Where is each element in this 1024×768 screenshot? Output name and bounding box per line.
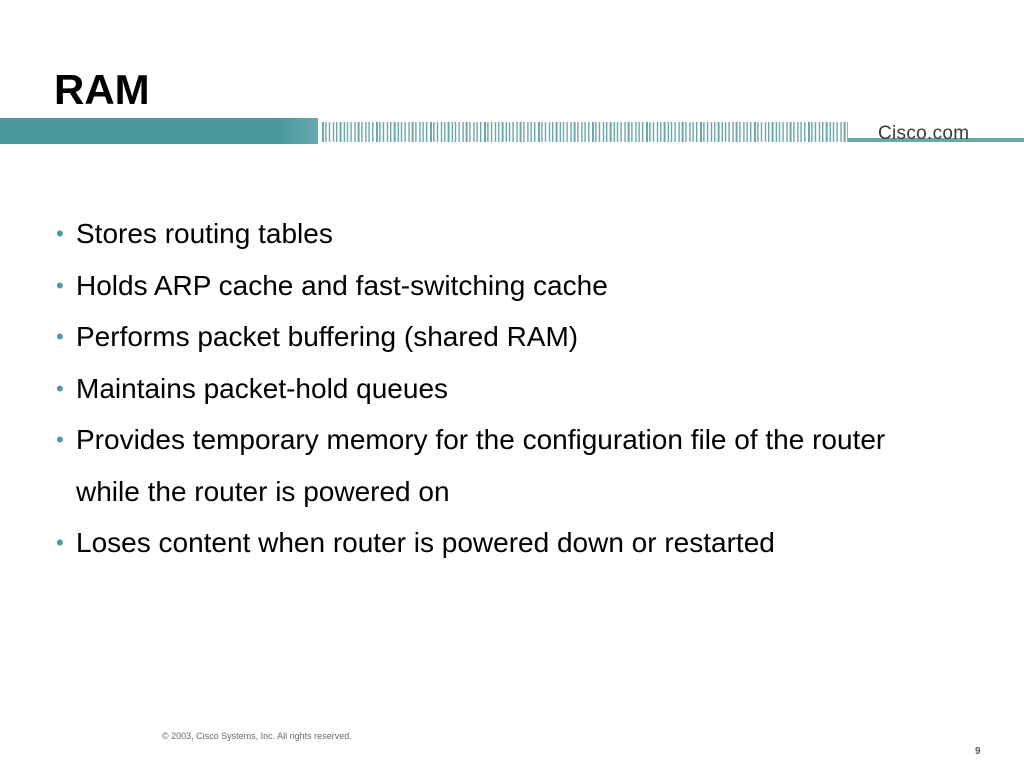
bullet-item: • Maintains packet-hold queues bbox=[56, 363, 976, 415]
header-bar-solid bbox=[0, 118, 318, 144]
bullet-text: Maintains packet-hold queues bbox=[76, 372, 449, 404]
bullet-icon: • bbox=[56, 221, 64, 246]
bullet-text: Stores routing tables bbox=[76, 218, 333, 249]
header-bar-stripes bbox=[322, 122, 848, 142]
bullet-icon: • bbox=[56, 375, 64, 401]
header-bar-tail bbox=[848, 138, 1024, 142]
bullet-icon: • bbox=[56, 272, 64, 298]
brand-logo-text[interactable]: Cisco.com bbox=[878, 123, 970, 144]
header-bar bbox=[0, 118, 1024, 144]
bullet-list: • Stores routing tables • Holds ARP cach… bbox=[56, 208, 976, 569]
bullet-icon: • bbox=[56, 427, 64, 452]
bullet-text: Performs packet buffering (shared RAM) bbox=[76, 321, 579, 352]
bullet-icon: • bbox=[56, 530, 64, 555]
bullet-item: • Loses content when router is powered d… bbox=[56, 517, 976, 569]
bullet-item: • Performs packet buffering (shared RAM) bbox=[56, 311, 976, 363]
bullet-text: Loses content when router is powered dow… bbox=[76, 527, 775, 558]
bullet-text: Holds ARP cache and fast-switching cache bbox=[76, 269, 608, 301]
bullet-icon: • bbox=[56, 324, 64, 349]
bullet-item: • Provides temporary memory for the conf… bbox=[56, 414, 976, 517]
slide-title: RAM bbox=[54, 66, 150, 113]
footer-copyright: © 2003, Cisco Systems, Inc. All rights r… bbox=[162, 731, 352, 741]
bullet-text: Provides temporary memory for the config… bbox=[76, 424, 886, 507]
bullet-item: • Holds ARP cache and fast-switching cac… bbox=[56, 260, 976, 312]
bullet-item: • Stores routing tables bbox=[56, 208, 976, 260]
page-number: 9 bbox=[975, 746, 981, 757]
